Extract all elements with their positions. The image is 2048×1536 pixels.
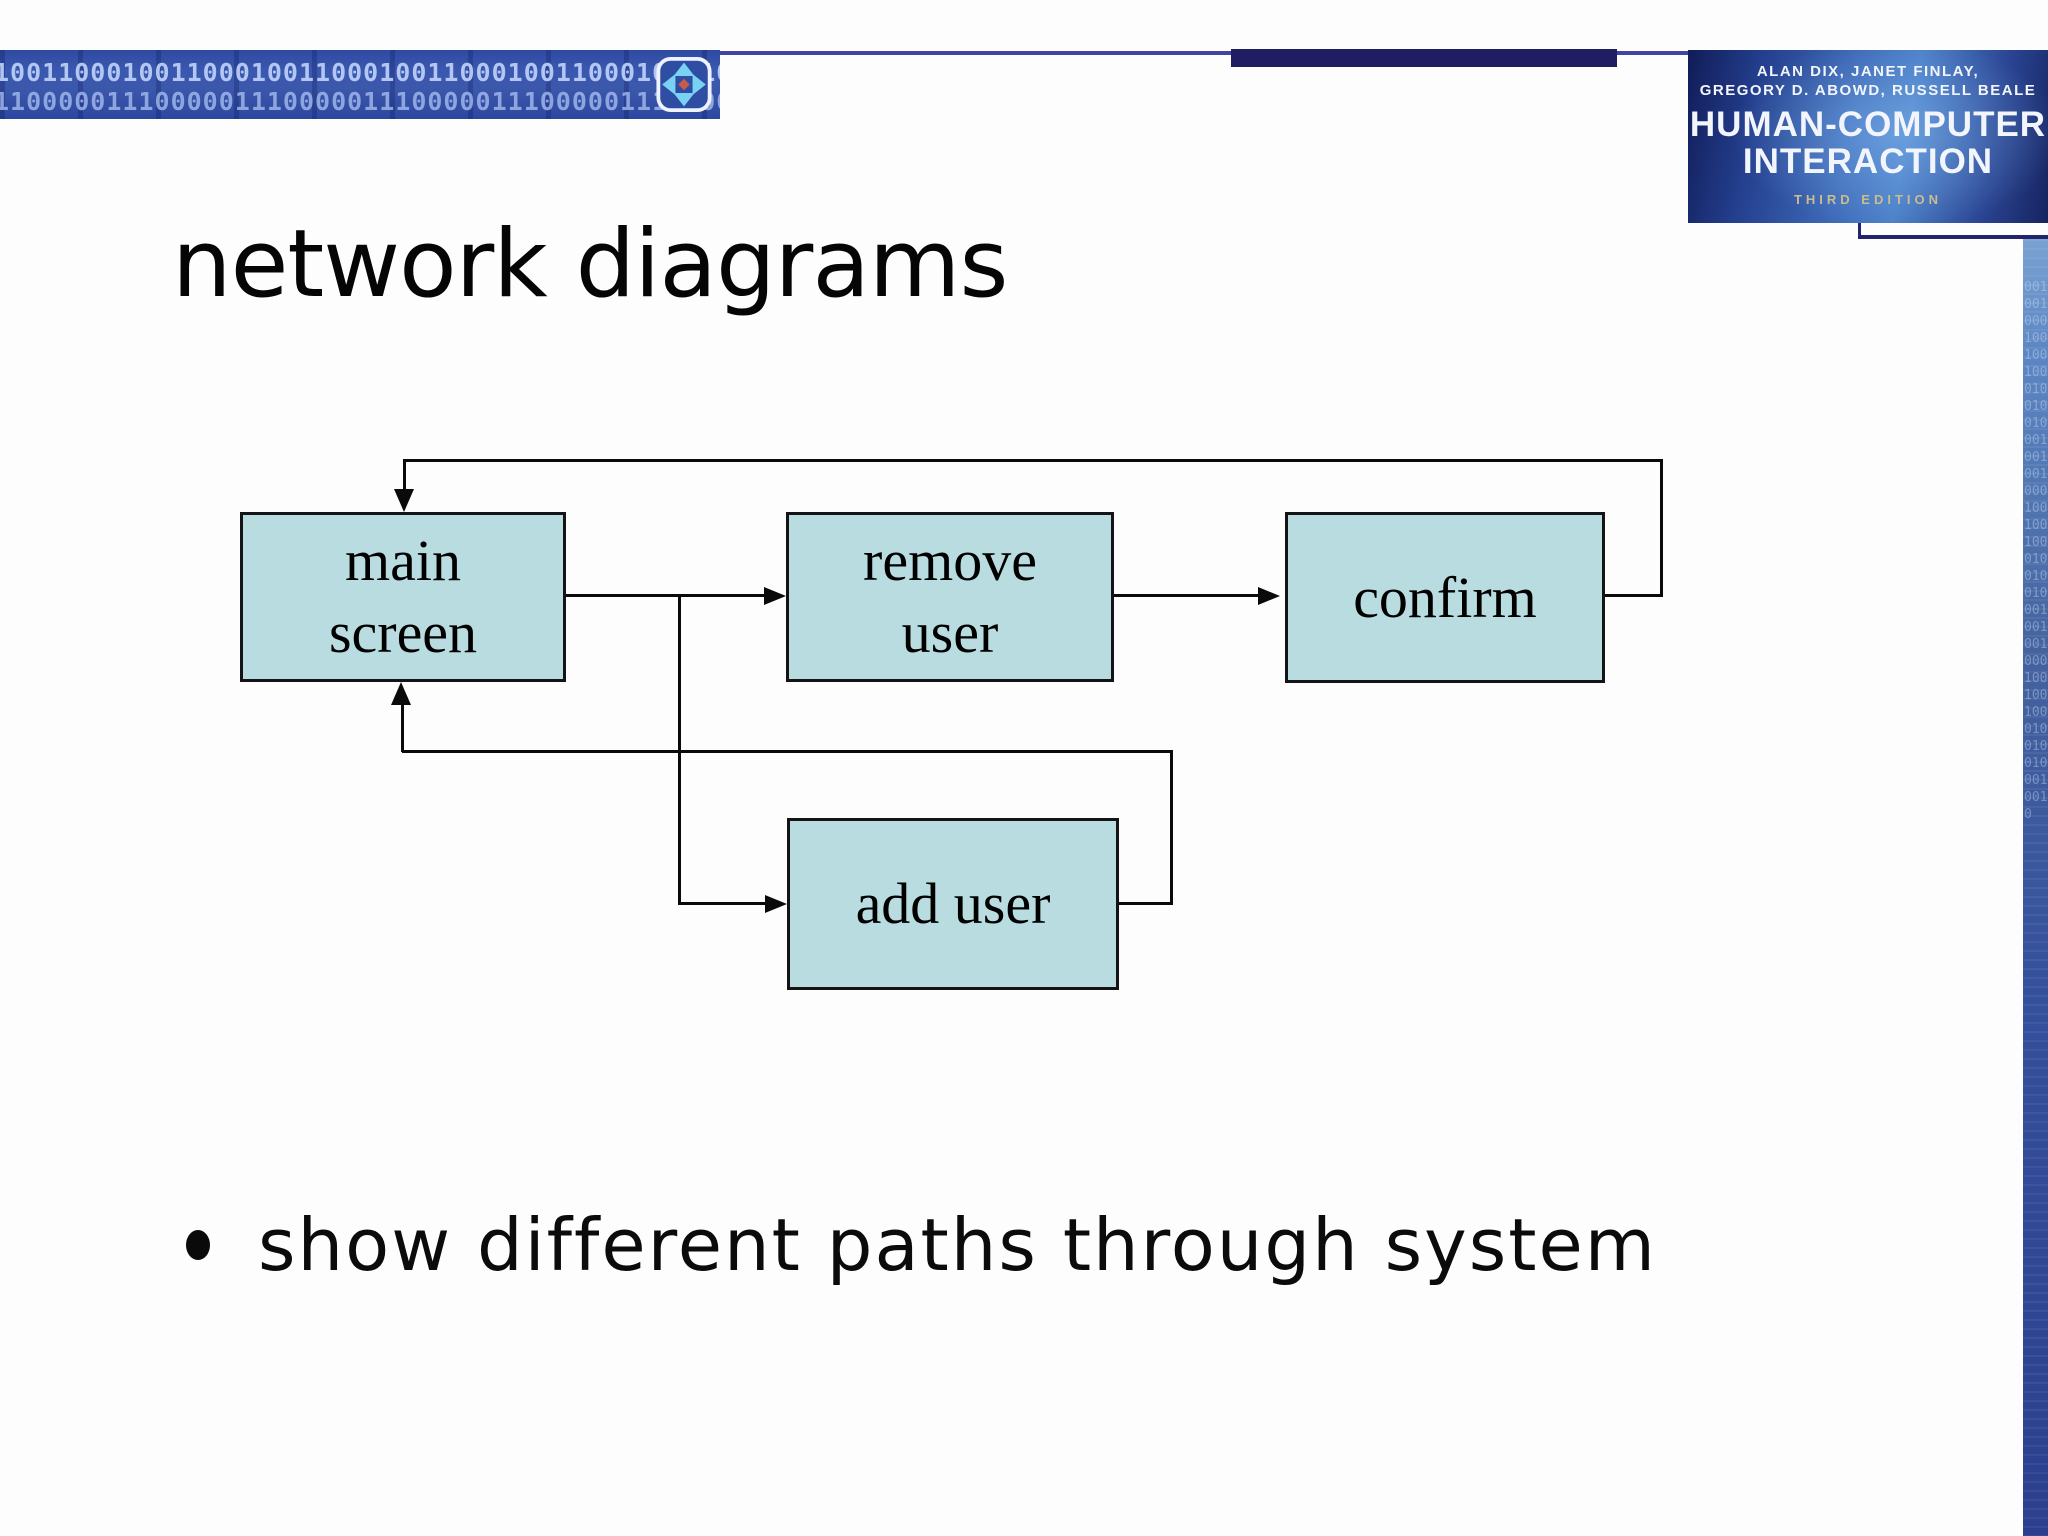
node-label-line: confirm — [1353, 564, 1537, 630]
arrowhead-into-main-top — [394, 489, 414, 512]
header-rule-line — [720, 51, 1690, 55]
node-remove-user: remove user — [786, 512, 1114, 682]
binary-banner: 1001100010011000100110001001100010011000… — [0, 50, 720, 119]
node-label-line: main — [345, 528, 461, 593]
bullet-dot — [186, 1230, 210, 1260]
slide-title: network diagrams — [172, 210, 1008, 319]
edge-add-return-exit — [1119, 902, 1173, 905]
book-cover: ALAN DIX, JANET FINLAY, GREGORY D. ABOWD… — [1688, 50, 2048, 223]
edge-add-return-rise — [1170, 750, 1173, 905]
strip-binary-texture: 0010010001001001000100100100010010010001… — [2024, 280, 2048, 822]
node-add-user: add user — [787, 818, 1119, 990]
edge-confirm-return-exit — [1605, 594, 1663, 597]
arrowhead-into-confirm — [1258, 587, 1280, 605]
node-label-line: screen — [328, 600, 478, 665]
edge-confirm-return-drop — [403, 459, 406, 490]
node-label-line: add user — [855, 871, 1051, 936]
edge-branch-to-add — [678, 902, 766, 905]
edge-add-return-up — [401, 705, 404, 752]
arrowhead-into-add-user — [765, 895, 787, 913]
edge-add-return-across — [402, 750, 1173, 753]
arrowhead-into-remove-user — [764, 587, 786, 605]
right-edge-strip: 0010010001001001000100100100010010010001… — [2023, 239, 2048, 1536]
cover-connector-horizontal — [1858, 235, 2048, 239]
node-main-screen: main screen — [240, 512, 566, 682]
bullet-text: show different paths through system — [258, 1203, 1657, 1287]
book-authors-line1: ALAN DIX, JANET FINLAY, — [1756, 63, 1980, 80]
edge-remove-to-confirm — [1114, 594, 1260, 597]
book-edition: THIRD EDITION — [1793, 192, 1943, 207]
banner-binary-text-row1: 1001100010011000100110001001100010011000… — [0, 58, 720, 87]
arrowhead-into-main-bottom — [391, 682, 411, 705]
move-arrows-icon — [656, 56, 712, 113]
bullet-list: show different paths through system — [186, 1192, 1657, 1298]
banner-binary-text-row2: 1100000111000001110000011100000111000001… — [0, 87, 720, 116]
book-title-line1: HUMAN-COMPUTER — [1689, 105, 2047, 144]
book-title-line2: INTERACTION — [1742, 142, 1994, 181]
node-confirm: confirm — [1285, 512, 1605, 683]
edge-confirm-return-top — [403, 459, 1663, 462]
node-label-line: remove — [863, 528, 1037, 593]
book-authors-line2: GREGORY D. ABOWD, RUSSELL BEALE — [1699, 82, 2037, 99]
header-navy-bar — [1231, 49, 1617, 67]
edge-confirm-return-rise — [1660, 459, 1663, 597]
node-label-line: user — [901, 600, 999, 665]
cover-connector-vertical — [1858, 223, 1861, 237]
edge-main-to-remove — [566, 594, 766, 597]
